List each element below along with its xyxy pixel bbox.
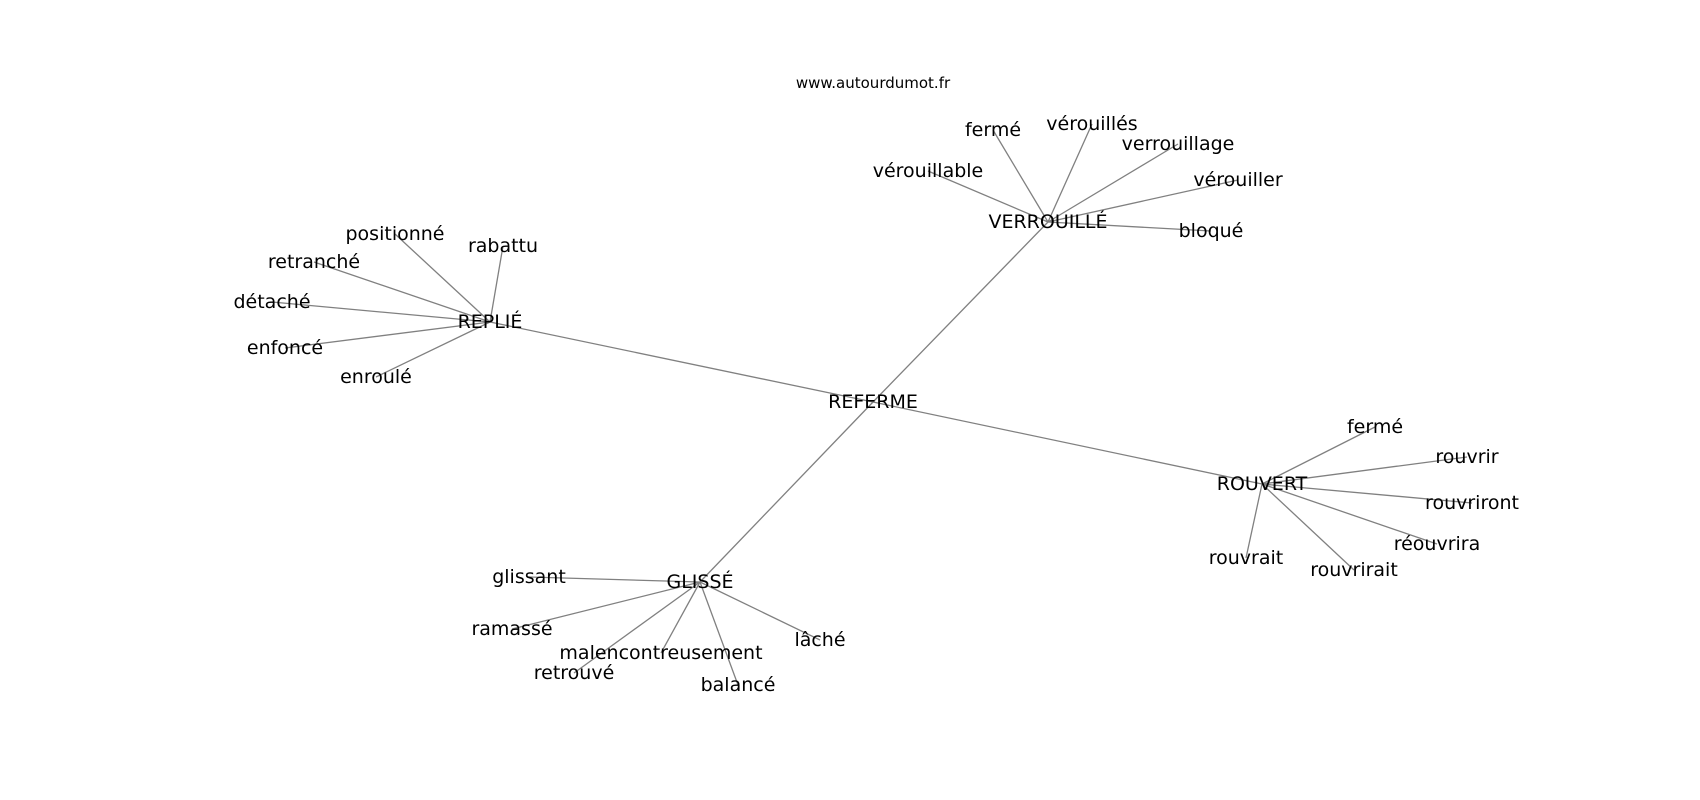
edge-hub-1-leaf-0 bbox=[394, 233, 491, 323]
edge-center-to-hub-2 bbox=[872, 401, 1263, 485]
edge-hub-3-leaf-1 bbox=[511, 581, 701, 630]
hub-word-glisse-3: GLISSÉ bbox=[666, 570, 733, 593]
leaf-word-ferme-20: fermé bbox=[1347, 416, 1403, 438]
leaf-word-rouvrir-21: rouvrir bbox=[1435, 446, 1498, 468]
edges-layer bbox=[271, 123, 1473, 686]
leaf-word-malencontreusement-32: malencontreusement bbox=[559, 642, 762, 664]
leaf-word-enroule-15: enroulé bbox=[340, 366, 412, 388]
edge-hub-1-leaf-4 bbox=[284, 321, 491, 349]
hub-word-replie-1: REPLIÉ bbox=[458, 310, 523, 333]
edge-hub-1-leaf-5 bbox=[375, 321, 491, 378]
leaf-word-enfonce-14: enfoncé bbox=[247, 337, 323, 359]
hub-word-rouvert-2: ROUVERT bbox=[1217, 473, 1308, 495]
edge-center-to-hub-0 bbox=[872, 221, 1049, 403]
leaf-word-detache-13: détaché bbox=[233, 291, 310, 313]
leaf-word-retrouve-33: retrouvé bbox=[534, 662, 615, 684]
leaf-word-verrouillage-2: verrouillage bbox=[1122, 133, 1235, 155]
edge-hub-1-leaf-2 bbox=[313, 261, 491, 323]
edge-hub-1-leaf-3 bbox=[271, 301, 491, 323]
edge-hub-3-leaf-2 bbox=[660, 581, 701, 654]
edge-hub-0-leaf-0 bbox=[992, 129, 1049, 223]
leaf-word-rouvrirait-25: rouvrirait bbox=[1310, 559, 1398, 581]
labels-layer: REFERME VERROUILLÉ fermé vérouillésverrouil… bbox=[233, 113, 1518, 696]
hub-word-verrouille-0: VERROUILLÉ bbox=[988, 210, 1107, 233]
leaf-word-verouillable-3: vérouillable bbox=[873, 160, 984, 182]
leaf-word-bloque-5: bloqué bbox=[1179, 220, 1244, 242]
edge-hub-2-leaf-0 bbox=[1261, 426, 1376, 485]
edge-hub-2-leaf-2 bbox=[1261, 483, 1473, 504]
leaf-word-ferme-0: fermé bbox=[965, 119, 1021, 141]
center-word: REFERME bbox=[828, 391, 918, 413]
leaf-word-ramasse-31: ramassé bbox=[471, 618, 552, 640]
edge-hub-0-leaf-1 bbox=[1047, 123, 1093, 223]
edge-hub-0-leaf-2 bbox=[1047, 143, 1179, 223]
edge-hub-2-leaf-5 bbox=[1261, 483, 1355, 571]
edge-hub-0-leaf-3 bbox=[927, 170, 1049, 223]
leaf-word-reouvrira-23: réouvrira bbox=[1394, 533, 1481, 555]
leaf-word-rouvrait-24: rouvrait bbox=[1209, 547, 1284, 569]
edge-hub-3-leaf-3 bbox=[573, 581, 701, 674]
edge-hub-1-leaf-1 bbox=[489, 245, 504, 323]
edge-hub-3-leaf-4 bbox=[699, 581, 739, 686]
edge-hub-0-leaf-5 bbox=[1047, 221, 1212, 232]
edge-hub-3-leaf-0 bbox=[528, 576, 701, 583]
leaf-word-balance-34: balancé bbox=[701, 674, 776, 696]
edge-hub-0-leaf-4 bbox=[1047, 179, 1239, 223]
leaf-word-glissant-30: glissant bbox=[492, 566, 566, 588]
leaf-word-retranche-12: retranché bbox=[268, 251, 360, 273]
edge-center-to-hub-1 bbox=[489, 321, 874, 403]
edge-center-to-hub-3 bbox=[699, 401, 874, 583]
edge-hub-3-leaf-5 bbox=[699, 581, 821, 641]
edge-hub-2-leaf-4 bbox=[1245, 483, 1263, 559]
leaf-word-verouilles-1: vérouillés bbox=[1046, 113, 1137, 135]
leaf-word-rouvriront-22: rouvriront bbox=[1425, 492, 1519, 514]
leaf-word-positionne-10: positionné bbox=[346, 223, 445, 245]
leaf-word-verouiller-4: vérouiller bbox=[1193, 169, 1283, 191]
leaf-word-lache-35: lâché bbox=[794, 629, 845, 651]
leaf-word-rabattu-11: rabattu bbox=[468, 235, 538, 257]
edge-hub-2-leaf-1 bbox=[1261, 456, 1468, 485]
edge-hub-2-leaf-3 bbox=[1261, 483, 1438, 545]
source-url: www.autourdumot.fr bbox=[796, 74, 951, 92]
